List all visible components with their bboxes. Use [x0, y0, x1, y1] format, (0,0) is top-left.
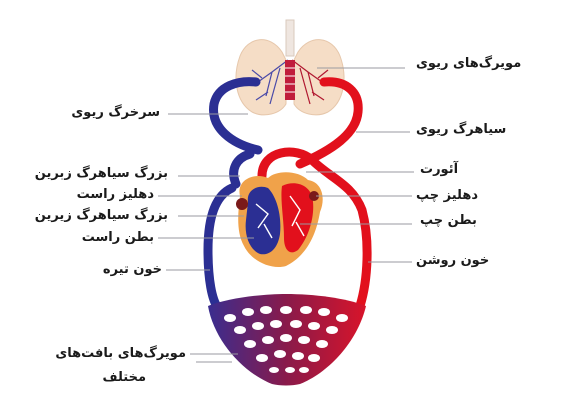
label-pulmonary-capillaries: مویرگ‌های ریوی [416, 56, 522, 71]
label-tissue-capillaries: مویرگ‌های بافت‌های [55, 346, 186, 361]
aorta-vessel [257, 147, 372, 311]
label-oxygenated-blood: خون روشن [416, 253, 490, 268]
leader-lines [158, 67, 414, 363]
label-tissue-capillaries-line2: مختلف [102, 370, 146, 385]
label-inferior-vena-cava: بزرگ سیاهرگ زیرین [34, 208, 168, 223]
lungs [235, 19, 345, 116]
label-left-ventricle: بطن چپ [420, 213, 477, 228]
bronchi-veins [251, 59, 289, 105]
label-right-atrium: دهلیز راست [76, 187, 154, 202]
label-pulmonary-vein: سیاهرگ ریوی [416, 122, 507, 137]
pulmonary-vein-vessel [295, 77, 363, 169]
label-aorta: آئورت [420, 162, 459, 177]
vena-cava-vessel [203, 183, 237, 313]
tissue-capillaries [208, 294, 366, 386]
pulmonary-trunk [285, 60, 295, 100]
label-left-atrium: دهلیز چپ [416, 188, 479, 203]
label-deoxygenated-blood: خون تیره [102, 262, 162, 277]
label-pulmonary-artery: سرخرگ ریوی [71, 105, 160, 120]
pulmonary-artery-vessel [209, 77, 263, 155]
bronchi-arteries [291, 59, 329, 105]
heart [236, 172, 323, 268]
label-superior-vena-cava: بزرگ سیاهرگ زبرین [34, 166, 168, 181]
trachea [285, 19, 295, 57]
label-right-ventricle: بطن راست [81, 230, 154, 245]
left-heart [281, 183, 314, 253]
